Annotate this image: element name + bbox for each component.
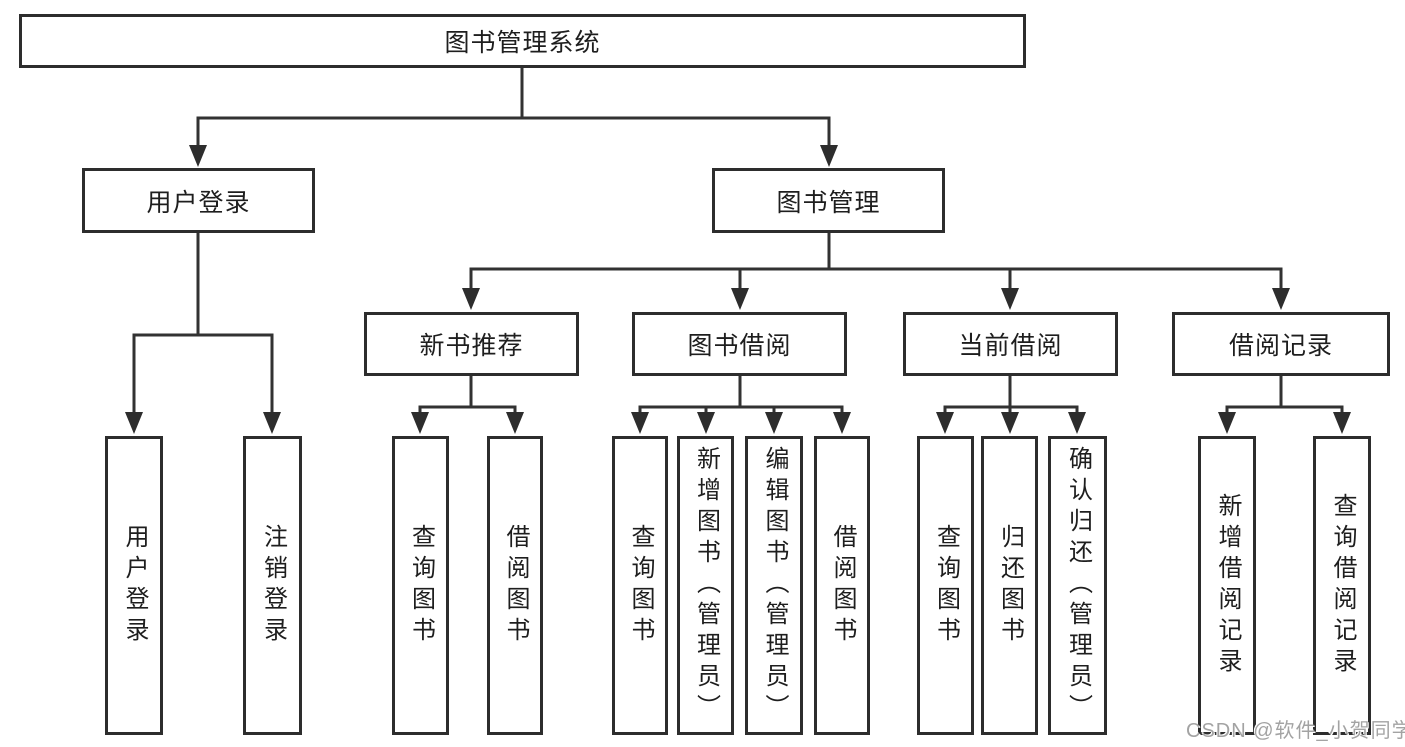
leaf-label: 查询图书 bbox=[932, 523, 960, 648]
node-label: 用户登录 bbox=[146, 188, 251, 217]
node-borrowing-records: 借阅记录 bbox=[1172, 312, 1390, 376]
connector-book-management-children bbox=[469, 231, 1283, 292]
node-user-login: 用户登录 bbox=[82, 168, 315, 233]
node-label: 图书管理 bbox=[776, 188, 881, 217]
leaf-label: 借阅图书 bbox=[829, 523, 856, 648]
leaf-edit-books-admin: 编辑图书（管理员） bbox=[745, 436, 803, 735]
connector-root-to-level2 bbox=[196, 66, 831, 149]
leaf-label: 确认归还（管理员） bbox=[1064, 446, 1092, 725]
node-label: 当前借阅 bbox=[958, 332, 1063, 360]
leaf-add-borrow-record: 新增借阅记录 bbox=[1198, 436, 1256, 735]
csdn-watermark: CSDN @软件_小贺同学 bbox=[1186, 720, 1405, 742]
leaf-label: 编辑图书（管理员） bbox=[761, 446, 788, 725]
connector-borrowing-records-children bbox=[1225, 374, 1344, 416]
leaf-label: 查询图书 bbox=[407, 523, 435, 648]
leaf-label: 借阅图书 bbox=[502, 523, 529, 648]
leaf-query-books-recommend: 查询图书 bbox=[392, 436, 449, 735]
leaf-borrow-books-borrowing: 借阅图书 bbox=[814, 436, 870, 735]
node-new-book-recommend: 新书推荐 bbox=[364, 312, 579, 376]
node-book-management: 图书管理 bbox=[712, 168, 945, 233]
leaf-label: 新增借阅记录 bbox=[1214, 492, 1241, 679]
node-label: 图书借阅 bbox=[687, 332, 792, 360]
leaf-return-books: 归还图书 bbox=[981, 436, 1038, 735]
leaf-query-borrow-record: 查询借阅记录 bbox=[1313, 436, 1371, 735]
leaf-label: 查询图书 bbox=[627, 523, 654, 648]
leaf-add-books-admin: 新增图书（管理员） bbox=[677, 436, 734, 735]
node-label: 新书推荐 bbox=[419, 332, 524, 360]
connector-current-borrowing-children bbox=[943, 374, 1079, 416]
node-label: 借阅记录 bbox=[1228, 332, 1333, 360]
leaf-borrow-books-recommend: 借阅图书 bbox=[487, 436, 543, 735]
leaf-user-login: 用户登录 bbox=[105, 436, 163, 735]
leaf-label: 注销登录 bbox=[259, 523, 287, 648]
arrow-down-icons bbox=[125, 145, 1351, 434]
leaf-logout-login: 注销登录 bbox=[243, 436, 302, 735]
node-label: 图书管理系统 bbox=[444, 29, 601, 57]
connector-book-borrowing-children bbox=[638, 374, 844, 416]
leaf-confirm-return-admin: 确认归还（管理员） bbox=[1048, 436, 1107, 735]
node-library-system: 图书管理系统 bbox=[19, 14, 1026, 68]
leaf-label: 用户登录 bbox=[121, 523, 148, 648]
leaf-label: 查询借阅记录 bbox=[1329, 492, 1356, 679]
node-current-borrowing: 当前借阅 bbox=[903, 312, 1118, 376]
connector-new-book-recommend-children bbox=[418, 374, 517, 416]
leaf-query-books-current: 查询图书 bbox=[917, 436, 974, 735]
leaf-query-books-borrowing: 查询图书 bbox=[612, 436, 668, 735]
leaf-label: 新增图书（管理员） bbox=[692, 446, 720, 725]
connector-user-login-children bbox=[132, 231, 274, 416]
leaf-label: 归还图书 bbox=[996, 523, 1024, 648]
node-book-borrowing: 图书借阅 bbox=[632, 312, 847, 376]
